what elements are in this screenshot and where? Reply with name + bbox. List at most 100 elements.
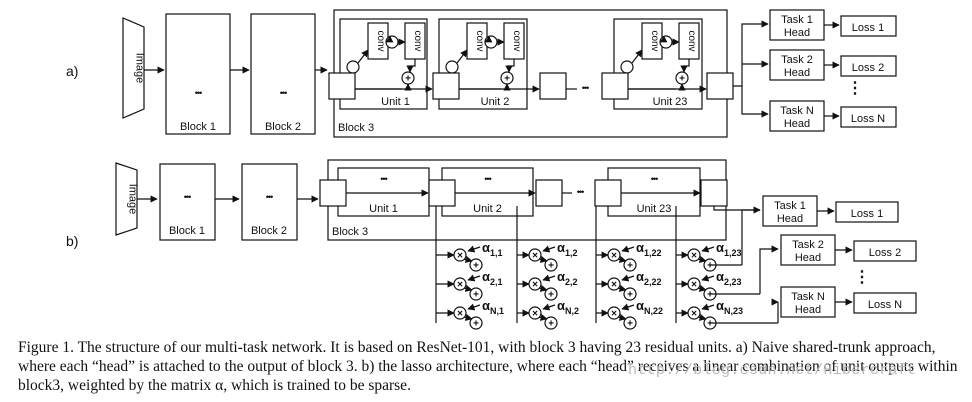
loss-1-label-b: Loss 1 — [851, 208, 883, 220]
alpha-2-2-b-sum — [544, 287, 558, 301]
alpha-2-2-b-mult — [528, 277, 542, 291]
unit-2-b-dots: ••• — [484, 174, 491, 184]
unit-1-a-relu-1 — [346, 60, 360, 74]
alpha-3-1-b-label: αN,1 — [482, 298, 504, 316]
image-input-b — [115, 162, 138, 236]
connector-line — [697, 284, 707, 292]
connector-line — [617, 255, 627, 263]
connector-line — [463, 255, 473, 263]
connector-line — [542, 245, 556, 253]
task-2-head-a-label-bottom: Head — [784, 67, 810, 79]
loss-1-b — [835, 201, 899, 223]
alpha-1-4-b-sum-glyph: + — [707, 261, 713, 272]
connector-line — [617, 284, 627, 292]
heads-ellipsis-a: ⋮ — [847, 80, 863, 97]
alpha-3-1-b-mult-glyph: × — [457, 309, 463, 320]
panel-b-label: b) — [66, 233, 78, 249]
alpha-2-4-b-mult-glyph: × — [691, 280, 697, 291]
alpha-1-2-b-mult-glyph: × — [532, 251, 538, 262]
alpha-3-3-b-sum-glyph: + — [627, 319, 633, 330]
alpha-3-4-b-mult — [687, 306, 701, 320]
unit-2-a-label: Unit 2 — [481, 96, 510, 108]
alpha-1-3-b-sum-glyph: + — [627, 261, 633, 272]
task-2-head-a-label-top: Task 2 — [781, 54, 813, 66]
alpha-1-3-b-sum — [623, 258, 637, 272]
unit-1-a-conv-1-label: conv — [375, 30, 386, 51]
task-2-head-b-label-top: Task 2 — [792, 239, 824, 251]
task-2-head-b — [780, 234, 836, 266]
connector-line — [484, 35, 493, 43]
loss-1-label-a: Loss 1 — [852, 22, 884, 34]
connector-line — [385, 35, 394, 43]
image-input-a — [122, 17, 145, 119]
alpha-1-1-b-mult — [453, 248, 467, 262]
block-2-a — [250, 13, 316, 135]
alpha-2-4-b-sum-glyph: + — [707, 290, 713, 301]
connector-line — [621, 245, 635, 253]
alpha-3-2-b-mult-glyph: × — [532, 309, 538, 320]
alpha-3-4-b-mult-glyph: × — [691, 309, 697, 320]
residual-node-4-b — [594, 179, 622, 207]
alpha-2-3-b-sum — [623, 287, 637, 301]
alpha-3-1-b-mult — [453, 306, 467, 320]
alpha-2-4-b-mult — [687, 277, 701, 291]
alpha-2-1-b-mult — [453, 277, 467, 291]
task-3-head-a-label-top: Task N — [780, 105, 814, 117]
alpha-1-3-b-mult — [607, 248, 621, 262]
alpha-2-2-b-label: α2,2 — [557, 269, 578, 287]
connector-line — [697, 313, 707, 321]
connector-line — [542, 303, 556, 311]
unit-ellipsis-a: ••• — [582, 83, 589, 93]
alpha-2-3-b-sum-glyph: + — [627, 290, 633, 301]
loss-2-label-b: Loss 2 — [869, 247, 901, 259]
connector-line — [406, 59, 416, 73]
connector-line — [542, 274, 556, 282]
connector-line — [759, 245, 779, 294]
task-3-head-b-label-bottom: Head — [795, 304, 821, 316]
alpha-3-1-b-sum — [469, 316, 483, 330]
connector-line — [467, 274, 481, 282]
heads-ellipsis-b: ⋮ — [854, 269, 870, 286]
connector-line — [733, 20, 769, 87]
task-3-head-a — [769, 100, 825, 132]
unit-2-a-relu-2 — [484, 35, 498, 49]
connector-line — [659, 35, 668, 43]
alpha-3-1-b-sum-glyph: + — [473, 319, 479, 330]
connector-line — [456, 49, 468, 64]
image-input-b-label: Image — [127, 184, 139, 215]
residual-node-3-b — [535, 179, 563, 207]
alpha-1-4-b-mult — [687, 248, 701, 262]
alpha-2-4-b-label: α2,23 — [716, 269, 742, 287]
loss-3-b — [853, 292, 917, 314]
task-1-head-b-label-top: Task 1 — [774, 200, 806, 212]
connector-line — [538, 284, 548, 292]
block-3-label-b: Block 3 — [332, 226, 368, 238]
alpha-3-4-b-label: αN,23 — [716, 298, 743, 316]
alpha-3-3-b-sum — [623, 316, 637, 330]
unit-1-b — [337, 167, 430, 217]
unit-1-a-label: Unit 1 — [381, 96, 410, 108]
alpha-3-3-b-label: αN,22 — [636, 298, 663, 316]
unit-3-b-label: Unit 23 — [637, 203, 672, 215]
alpha-2-3-b-mult — [607, 277, 621, 291]
unit-2-a-relu-1 — [445, 60, 459, 74]
residual-node-2-b — [428, 179, 456, 207]
alpha-1-1-b-sum-glyph: + — [473, 261, 479, 272]
connector-line — [621, 274, 635, 282]
connector-line — [463, 284, 473, 292]
block-2-dots-a: ••• — [280, 88, 287, 98]
task-1-head-b — [762, 195, 818, 227]
alpha-1-2-b-label: α1,2 — [557, 240, 578, 258]
alpha-2-1-b-sum-glyph: + — [473, 290, 479, 301]
task-1-head-a-label-top: Task 1 — [781, 14, 813, 26]
unit-3-a-label: Unit 23 — [653, 96, 688, 108]
alpha-3-2-b-sum — [544, 316, 558, 330]
image-input-a-label: Image — [134, 53, 146, 84]
unit-3-b — [607, 167, 701, 217]
loss-2-b — [853, 240, 917, 262]
connector-line — [357, 49, 369, 64]
residual-node-1-a — [328, 72, 356, 100]
alpha-1-4-b-label: α1,23 — [716, 240, 742, 258]
unit-2-b — [441, 167, 534, 217]
